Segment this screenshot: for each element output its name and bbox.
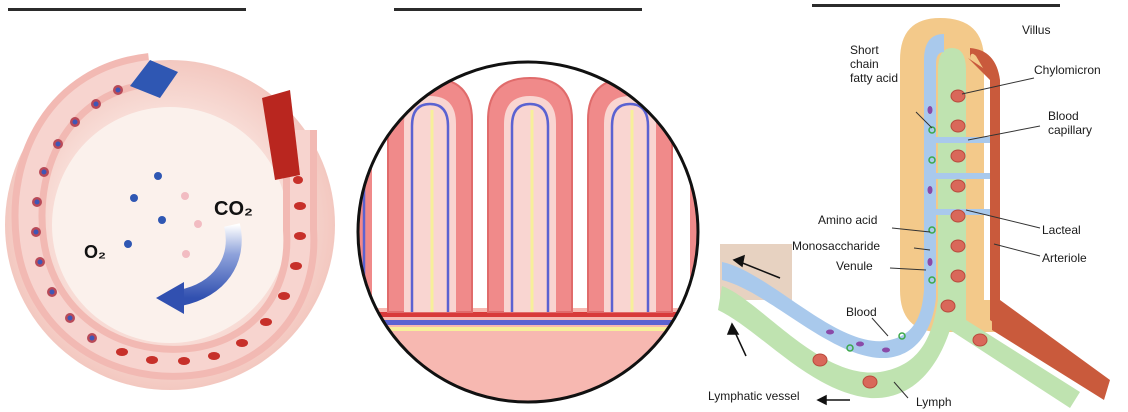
panel-gas-exchange: O₂ CO₂ bbox=[0, 0, 340, 412]
label-blood-capillary-2: capillary bbox=[1048, 123, 1092, 137]
label-short-chain-2: chain bbox=[850, 57, 879, 71]
label-amino-acid: Amino acid bbox=[818, 213, 877, 227]
villi-illustration bbox=[340, 0, 740, 412]
capillary-blue-band bbox=[350, 320, 710, 325]
alveolus-illustration: O₂ CO₂ bbox=[0, 0, 340, 412]
alveolus-air-space bbox=[52, 107, 288, 343]
villus-diagram: Villus Short chain fatty acid Chylomicro… bbox=[700, 0, 1128, 412]
villus-left-edge bbox=[350, 120, 372, 312]
label-blood-capillary-1: Blood bbox=[1048, 109, 1079, 123]
label-venule: Venule bbox=[836, 259, 873, 273]
panel-villus-labeled: Villus Short chain fatty acid Chylomicro… bbox=[700, 0, 1128, 412]
label-monosaccharide: Monosaccharide bbox=[792, 239, 880, 253]
label-lacteal: Lacteal bbox=[1042, 223, 1081, 237]
label-chylomicron: Chylomicron bbox=[1034, 63, 1101, 77]
o2-label: O₂ bbox=[84, 242, 106, 262]
label-arteriole: Arteriole bbox=[1042, 251, 1087, 265]
label-lymph: Lymph bbox=[916, 395, 952, 409]
label-short-chain-3: fatty acid bbox=[850, 71, 898, 85]
label-short-chain-1: Short bbox=[850, 43, 879, 57]
villi-inner bbox=[404, 96, 656, 312]
co2-label: CO₂ bbox=[214, 198, 253, 220]
label-lymphatic-vessel: Lymphatic vessel bbox=[708, 389, 800, 403]
lacteal-band bbox=[350, 327, 710, 331]
label-villus: Villus bbox=[1022, 23, 1050, 37]
panel-villi-circle bbox=[340, 0, 740, 412]
label-blood: Blood bbox=[846, 305, 877, 319]
